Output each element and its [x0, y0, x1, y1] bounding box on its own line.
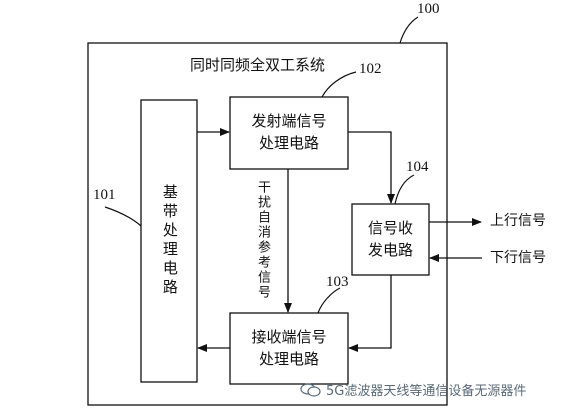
arrow-tx-to-transceiver — [348, 131, 395, 204]
watermark-text: 5G滤波器天线等通信设备无源器件 — [326, 384, 527, 399]
leader-100 — [399, 16, 419, 44]
transceiver-label: 信号收 发电路 — [352, 204, 429, 275]
watermark: 5G滤波器天线等通信设备无源器件 — [300, 380, 526, 399]
leader-104 — [394, 174, 415, 205]
system-frame — [87, 42, 448, 406]
tx-label: 发射端信号 处理电路 — [230, 97, 348, 169]
tx-label-line1: 发射端信号 — [251, 112, 327, 131]
ref-100: 100 — [417, 1, 440, 17]
leader-103 — [317, 287, 341, 314]
ref-104: 104 — [406, 159, 429, 175]
uplink-label: 上行信号 — [490, 213, 546, 229]
downlink-label: 下行信号 — [490, 250, 546, 266]
system-title: 同时同频全双工系统 — [190, 56, 326, 74]
interference-label: 干扰自消参考信号 — [255, 180, 270, 300]
transceiver-label-line2: 发电路 — [367, 240, 413, 259]
rx-label-line2: 处理电路 — [258, 349, 319, 368]
ref-101: 101 — [93, 187, 116, 203]
baseband-circuit-box — [140, 99, 198, 383]
transceiver-label-line1: 信号收 — [367, 218, 413, 237]
ref-102: 102 — [359, 61, 382, 77]
leader-101 — [104, 206, 142, 227]
wechat-icon — [300, 383, 321, 397]
tx-circuit-box — [229, 96, 349, 170]
tx-label-line2: 处理电路 — [258, 134, 319, 152]
arrow-transceiver-to-rx — [348, 275, 392, 352]
rx-label: 接收端信号 处理电路 — [230, 313, 348, 384]
ref-103: 103 — [326, 274, 349, 290]
rx-label-line1: 接收端信号 — [251, 327, 327, 346]
baseband-label: 基带处理电路 — [160, 184, 179, 298]
leader-102 — [321, 71, 357, 98]
